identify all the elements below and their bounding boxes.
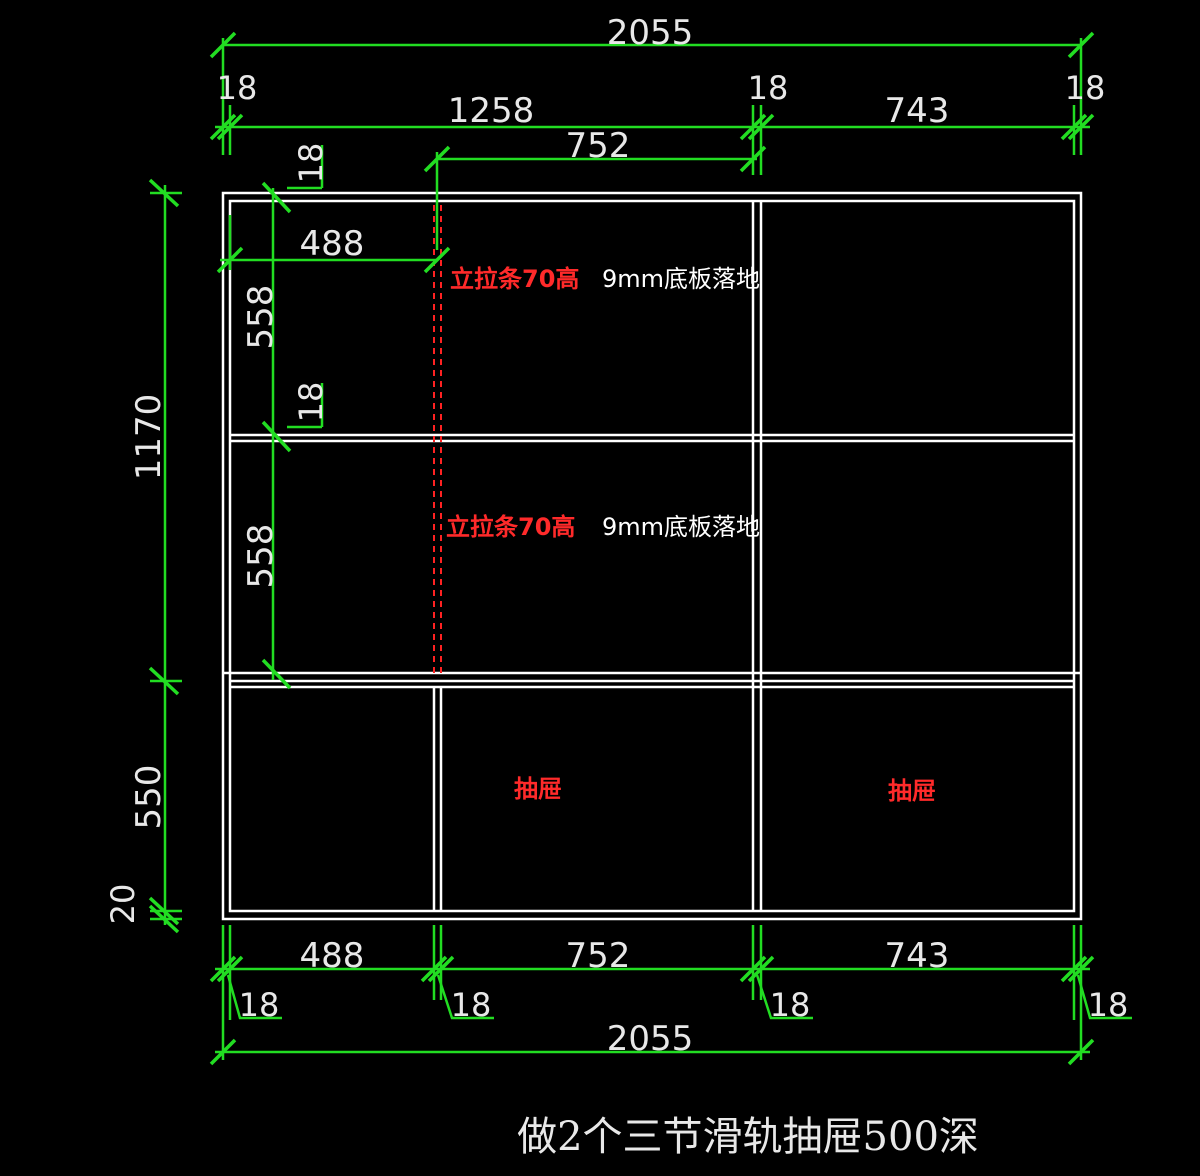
dim-bottom-thickness-2: 18 bbox=[451, 986, 492, 1024]
dim-overall-width-bottom: 2055 bbox=[607, 1019, 694, 1059]
dim-height-lower: 550 bbox=[129, 765, 169, 830]
dim-top-left-thickness: 18 bbox=[217, 69, 258, 107]
dim-bottom-col1-width: 488 bbox=[300, 936, 365, 976]
footer-instruction: 做2个三节滑轨抽屉500深 bbox=[517, 1114, 979, 1160]
dim-right-section-width: 743 bbox=[885, 91, 950, 131]
note-drawer-right: 抽屉 bbox=[888, 777, 936, 805]
dim-left-column-width: 488 bbox=[300, 224, 365, 264]
annotations: 立拉条70高 9mm底板落地 立拉条70高 9mm底板落地 抽屉 抽屉 bbox=[446, 265, 936, 805]
note-drawer-left: 抽屉 bbox=[514, 775, 562, 803]
top-dimensions: 2055 18 18 18 1258 743 752 488 bbox=[209, 13, 1106, 274]
dim-bottom-col3-width: 743 bbox=[885, 936, 950, 976]
dim-height-plinth: 20 bbox=[104, 884, 142, 925]
bottom-dimensions: 488 752 743 18 18 18 18 2055 bbox=[209, 925, 1132, 1066]
dim-middle-column-width: 752 bbox=[566, 126, 631, 166]
left-dimensions: 1170 550 20 18 558 18 558 bbox=[104, 143, 330, 934]
dim-shelf-height-middle: 558 bbox=[241, 524, 281, 589]
dim-bottom-thickness-3: 18 bbox=[770, 986, 811, 1024]
inner-frame bbox=[228, 199, 1076, 913]
note-floor-board-middle: 9mm底板落地 bbox=[602, 513, 760, 541]
dim-shelf-height-upper: 558 bbox=[241, 285, 281, 350]
dim-bottom-thickness-1: 18 bbox=[239, 986, 280, 1024]
outer-frame bbox=[221, 191, 1083, 921]
dim-top-right-thickness: 18 bbox=[1065, 69, 1106, 107]
upright-strip-dashed bbox=[433, 205, 442, 673]
dim-top-mid-thickness: 18 bbox=[748, 69, 789, 107]
note-upright-strip-middle: 立拉条70高 bbox=[446, 513, 575, 541]
dim-height-overall-upper: 1170 bbox=[129, 394, 169, 481]
dim-shelf-thickness-mid: 18 bbox=[292, 382, 330, 423]
note-upright-strip-upper: 立拉条70高 bbox=[450, 265, 579, 293]
dim-bottom-thickness-4: 18 bbox=[1088, 986, 1129, 1024]
dim-overall-width-top: 2055 bbox=[607, 13, 694, 53]
dim-bottom-col2-width: 752 bbox=[566, 936, 631, 976]
dim-left-section-width: 1258 bbox=[448, 91, 535, 131]
note-floor-board-upper: 9mm底板落地 bbox=[602, 265, 760, 293]
dim-shelf-thickness-top: 18 bbox=[292, 143, 330, 184]
cabinet-frame bbox=[221, 191, 1083, 921]
